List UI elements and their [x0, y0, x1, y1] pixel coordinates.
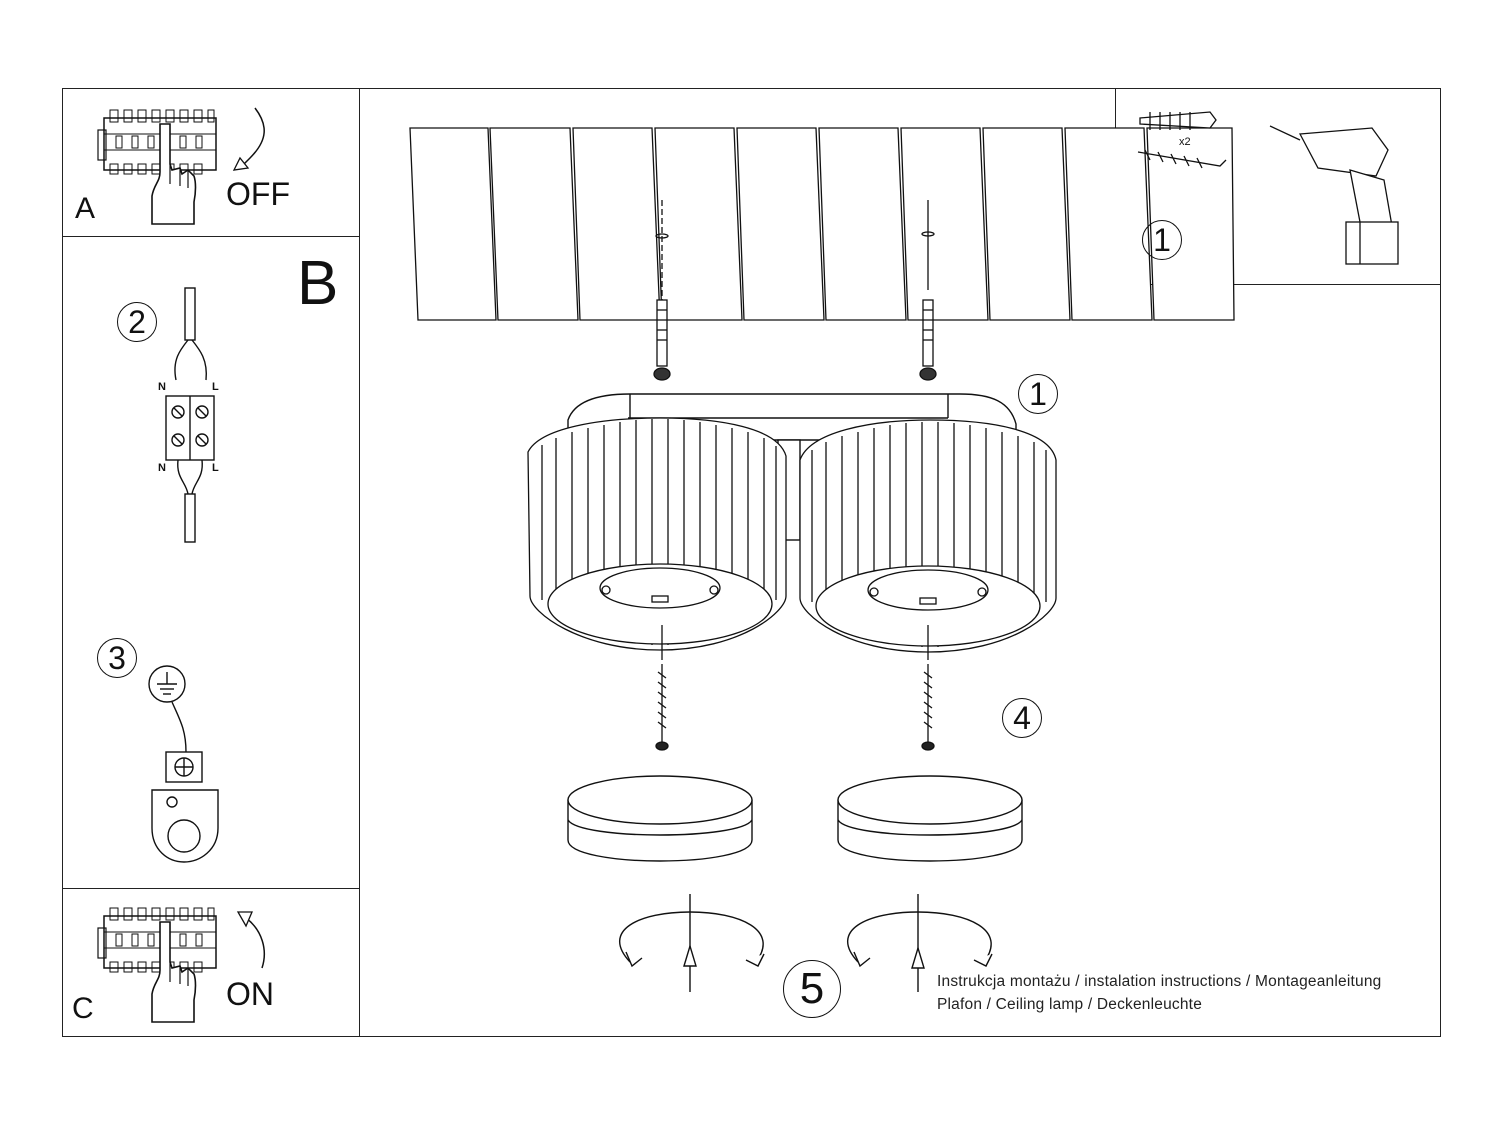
left-lamp-shade-drawing — [527, 417, 787, 660]
panel-a-power-off — [62, 88, 360, 237]
wire-label-l-top: L — [212, 381, 219, 393]
section-label-a: A — [75, 192, 96, 225]
step-number-ground: 3 — [97, 638, 137, 678]
section-label-c: C — [72, 992, 94, 1025]
terminal-block-icon — [165, 287, 215, 543]
bulb-screws-drawing — [655, 664, 935, 751]
ceiling-panels-drawing — [409, 127, 1235, 321]
ground-terminal-icon — [148, 665, 219, 863]
section-label-b: B — [297, 249, 339, 318]
power-on-label: ON — [226, 976, 274, 1012]
step-number-mount: 1 — [1018, 374, 1058, 414]
step-number-screws: 4 — [1002, 698, 1042, 738]
breaker-panel-on-icon — [97, 907, 266, 1023]
wire-label-n-top: N — [158, 381, 166, 393]
step-number-wiring: 2 — [117, 302, 157, 342]
wire-label-n-bottom: N — [158, 462, 166, 474]
wire-label-l-bottom: L — [212, 462, 219, 474]
tools-drawing — [1137, 111, 1399, 265]
quantity-label: x2 — [1179, 136, 1191, 148]
lamp-covers-drawing — [567, 775, 1023, 862]
wall-plugs-drawing — [653, 299, 937, 381]
caption-title: Instrukcja montażu / instalation instruc… — [937, 973, 1382, 990]
step-number-tools: 1 — [1142, 220, 1182, 260]
rotate-arrows-drawing — [618, 894, 993, 992]
right-lamp-shade-drawing — [799, 419, 1057, 660]
panel-c-power-on — [62, 888, 360, 1037]
left-column-divider — [359, 88, 360, 1037]
caption-subtitle: Plafon / Ceiling lamp / Deckenleuchte — [937, 996, 1203, 1013]
breaker-panel-off-icon — [97, 107, 265, 225]
power-off-label: OFF — [226, 176, 290, 212]
instruction-frame — [62, 88, 1441, 1037]
step-number-shades: 5 — [783, 960, 841, 1018]
